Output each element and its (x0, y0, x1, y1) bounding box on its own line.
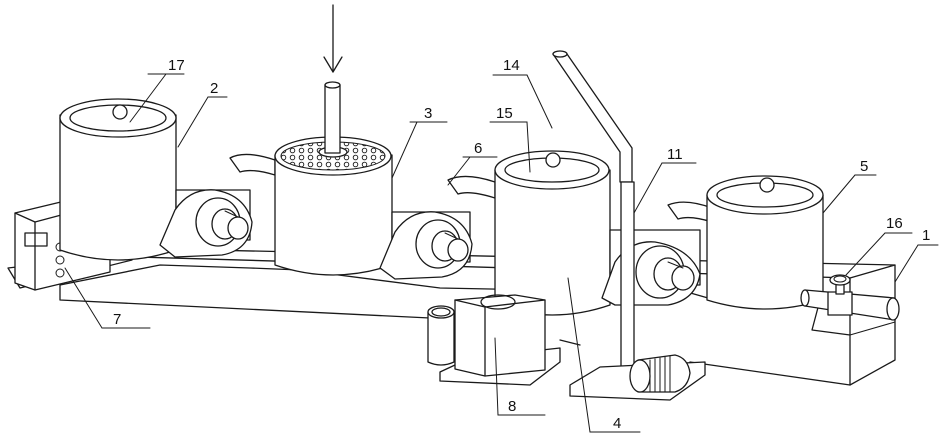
lid-knob-17 (113, 105, 127, 119)
label-17: 17 (168, 57, 185, 74)
label-3: 3 (424, 105, 432, 122)
label-14: 14 (503, 57, 520, 74)
label-15: 15 (496, 105, 513, 122)
motor-platform (570, 355, 705, 400)
lid-knob-15 (546, 153, 560, 167)
lid-knob-5 (760, 178, 774, 192)
label-1: 1 (922, 227, 930, 244)
tank-3 (275, 5, 392, 275)
label-6: 6 (474, 140, 482, 157)
label-16: 16 (886, 215, 903, 232)
pump-a (160, 154, 275, 257)
label-5: 5 (860, 158, 868, 175)
label-8: 8 (508, 398, 516, 415)
stand-8 (428, 295, 560, 385)
label-4: 4 (613, 415, 621, 432)
tank-5 (707, 176, 823, 309)
tank-2 (60, 99, 176, 260)
label-7: 7 (113, 311, 121, 328)
label-2: 2 (210, 80, 218, 97)
label-11: 11 (667, 146, 683, 163)
tank-4 (495, 151, 610, 315)
